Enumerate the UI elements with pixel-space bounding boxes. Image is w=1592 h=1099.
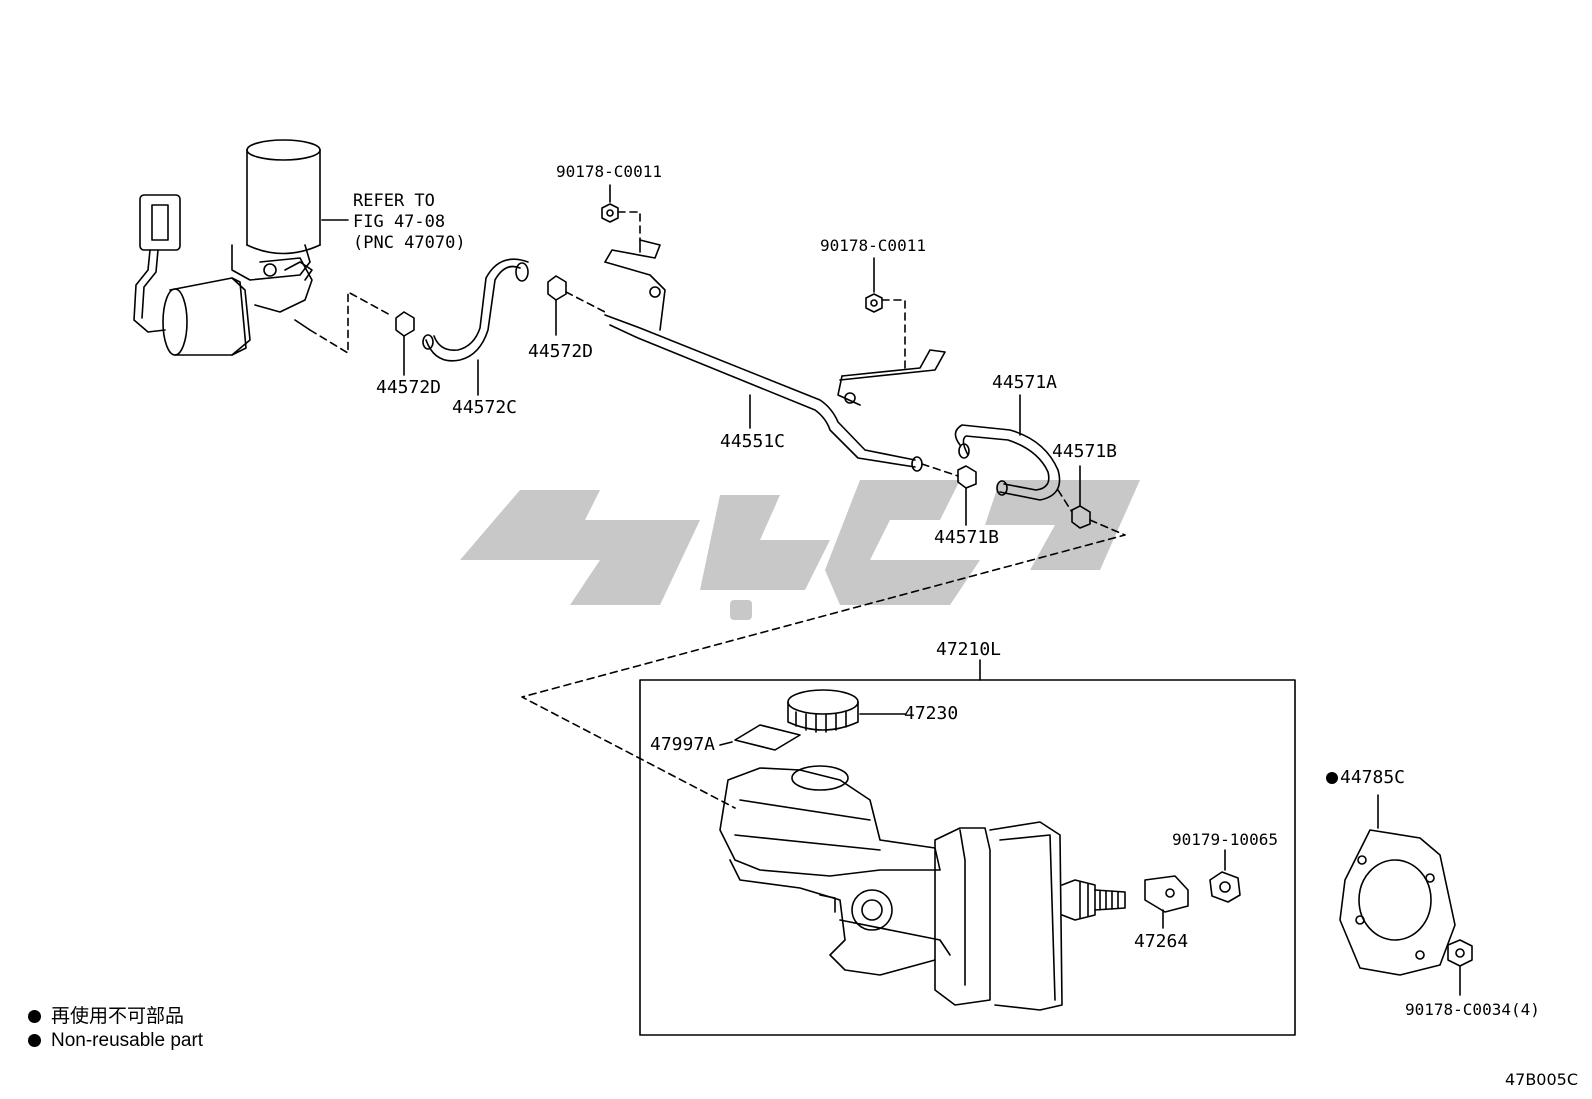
legend-line-english: Non-reusable part [28,1030,203,1052]
label-44571a: 44571A [992,372,1058,393]
dashed-pipe-clip [921,463,959,477]
clip-44572d-left [395,311,415,376]
nut-90179-10065 [1209,849,1241,903]
label-47264: 47264 [1134,931,1189,952]
label-44572c: 44572C [452,397,518,418]
clevis-47264 [1144,875,1189,929]
legend-text-english: Non-reusable part [51,1030,204,1051]
dashed-bolt-mid [881,299,906,371]
label-90178-c0011-mid: 90178-C0011 [820,236,926,255]
label-44572d-right: 44572D [528,341,594,362]
clip-44571b-upper [1071,465,1091,529]
pump-assembly [133,139,349,356]
legend-line-japanese: 再使用不可部品 [28,1006,184,1028]
label-44785c-text: 44785C [1340,767,1406,788]
brake-booster-assembly [719,765,1126,1011]
bolt-90178-c0011-mid [865,257,883,313]
refer-note-line1: REFER TO [353,191,435,211]
gasket-47997a [719,724,801,751]
label-47210l: 47210L [936,639,1002,660]
legend-bullet-icon [28,1010,41,1023]
refer-note: REFER TO FIG 47-08 (PNC 47070) [353,191,466,254]
label-90179-10065: 90179-10065 [1172,830,1278,849]
legend-text-japanese: 再使用不可部品 [51,1006,185,1027]
label-44571b-lower: 44571B [934,527,1000,548]
label-90178-c0034: 90178-C0034(4) [1405,1000,1540,1019]
label-44571b-upper: 44571B [1052,441,1118,462]
watermark-logo [460,480,1140,620]
hose-44572c [422,258,529,396]
refer-note-line2: FIG 47-08 [353,212,446,232]
dashed-link-pump [309,291,393,354]
master-cylinder-box [639,659,1296,1036]
label-44572d-left: 44572D [376,377,442,398]
clip-44572d-right [547,275,567,336]
bolt-90178-c0011-top [601,184,619,223]
clip-44571b-lower [957,465,977,526]
refer-note-line3: (PNC 47070) [353,233,466,253]
cap-47230 [787,689,906,733]
dashed-link-clip-pipe [565,291,606,313]
bolt-90178-c0034 [1447,939,1473,996]
label-47997a: 47997A [650,734,716,755]
gasket-44785c [1339,794,1456,976]
label-90178-c0011-top: 90178-C0011 [556,162,662,181]
label-44785c: 44785C [1326,768,1405,788]
label-44551c: 44551C [720,431,786,452]
non-reusable-bullet-icon [1326,772,1338,784]
legend-bullet-icon [28,1034,41,1047]
dashed-hose-clip [521,489,1126,809]
pipe-44551c [604,239,946,472]
hose-44571a [954,394,1061,501]
dashed-bolt-top [617,211,641,241]
figure-code: 47B005C [1504,1070,1578,1089]
label-47230: 47230 [904,703,959,724]
